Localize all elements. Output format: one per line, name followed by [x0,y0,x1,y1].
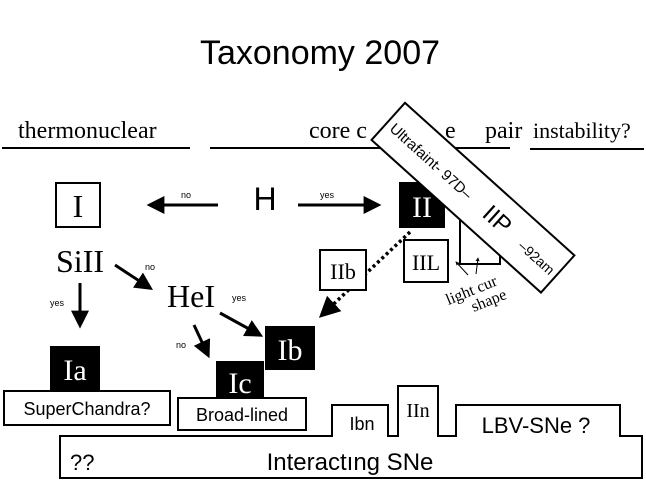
type-I-label: I [73,188,84,224]
superchandra-label: SuperChandra? [23,399,150,419]
lbv-sne-label: LBV-SNe ? [482,413,591,438]
header-core-collapse-right: e [445,118,456,144]
type-IIL-label: IIL [412,250,440,275]
type-IIb-box [319,249,367,291]
type-IIb-label: IIb [330,259,356,284]
hydrogen-label: H [253,181,276,217]
light-curve-arrow-right [475,257,480,275]
broad-lined-box [177,397,307,431]
he-no-label: no [176,340,186,350]
light-curve-arrow-left [455,261,469,276]
arrow-he-to-Ic [192,324,211,359]
superchandra-box [3,390,171,426]
arrow-si-to-he [114,263,154,290]
type-Ia-label: Ia [63,354,86,387]
type-II-label: II [412,191,432,224]
interacting-sne-outline [59,385,643,479]
broad-lined-label: Broad-lined [196,405,288,425]
he-i-label: HeI [167,278,215,314]
type-Ib-box [265,326,315,370]
arrow-h-to-II-label: yes [320,190,335,200]
header-core-collapse-left: core c [309,118,367,144]
he-yes-label: yes [232,293,247,303]
si-yes-label: yes [50,298,65,308]
diagram-title: Taxonomy 2007 [200,34,440,72]
header-instability: instability? [533,118,631,143]
type-Ic-label: Ic [228,367,251,400]
header-pair: pair [485,118,522,144]
si-ii-label: SiII [56,243,104,279]
type-I-box [55,182,101,228]
si-no-label: no [145,262,155,272]
type-Ia-box [50,346,100,390]
question-marks-label: ?? [70,450,94,475]
interacting-sne-label: Interactıng SNe [267,449,434,476]
ibn-label: Ibn [349,414,374,434]
iin-label: IIn [406,400,429,422]
type-IIL-box [403,239,449,283]
header-thermonuclear: thermonuclear [18,118,157,144]
type-Ib-label: Ib [278,334,303,367]
type-Ic-box [216,361,264,401]
ultrafaint-banner-box [370,101,576,294]
arrow-h-to-I-label: no [181,190,191,200]
arrow-he-to-Ib [219,311,264,337]
